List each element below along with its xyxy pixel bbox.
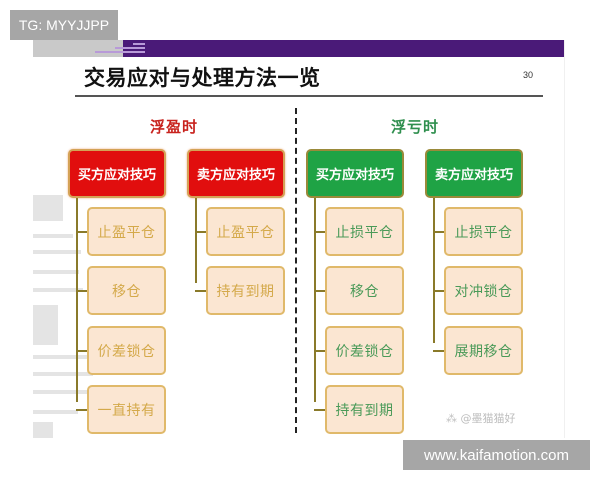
list-item: 止损平仓 — [314, 207, 405, 256]
connector-branch — [314, 409, 326, 411]
connector-trunk — [76, 198, 78, 402]
section-title-profit: 浮盈时 — [150, 118, 199, 136]
technique-box: 展期移仓 — [444, 326, 523, 375]
connector-branch — [195, 290, 207, 292]
slide-title: 交易应对与处理方法一览 — [84, 66, 321, 90]
connector-branch — [76, 290, 88, 292]
connector-branch — [433, 231, 445, 233]
technique-box: 止损平仓 — [444, 207, 523, 256]
group-header: 买方应对技巧 — [306, 149, 404, 198]
technique-box: 止盈平仓 — [87, 207, 166, 256]
technique-box: 止损平仓 — [325, 207, 404, 256]
technique-box: 价差锁仓 — [325, 326, 404, 375]
connector-branch — [195, 231, 207, 233]
source-watermark: ⁂ @墨猫猫好 — [446, 412, 516, 425]
technique-box: 止盈平仓 — [206, 207, 285, 256]
overlay-label-bottom: www.kaifamotion.com — [403, 440, 590, 470]
connector-trunk — [314, 198, 316, 402]
group-header: 买方应对技巧 — [68, 149, 166, 198]
list-item: 止损平仓 — [433, 207, 524, 256]
overlay-label-top: TG: MYYJJPP — [10, 10, 118, 40]
list-item: 对冲锁仓 — [433, 266, 524, 315]
list-item: 移仓 — [76, 266, 167, 315]
list-item: 一直持有 — [76, 385, 167, 434]
technique-box: 移仓 — [87, 266, 166, 315]
connector-branch — [314, 231, 326, 233]
connector-branch — [314, 350, 326, 352]
list-item: 移仓 — [314, 266, 405, 315]
connector-branch — [314, 290, 326, 292]
section-divider — [295, 108, 297, 433]
connector-trunk — [433, 198, 435, 343]
connector-branch — [76, 350, 88, 352]
technique-box: 对冲锁仓 — [444, 266, 523, 315]
header-bar-purple — [123, 40, 564, 57]
background-decoration — [33, 190, 93, 438]
technique-box: 持有到期 — [206, 266, 285, 315]
technique-box: 一直持有 — [87, 385, 166, 434]
technique-box: 持有到期 — [325, 385, 404, 434]
technique-box: 移仓 — [325, 266, 404, 315]
title-underline — [75, 95, 543, 97]
list-item: 价差锁仓 — [314, 326, 405, 375]
list-item: 止盈平仓 — [195, 207, 286, 256]
connector-branch — [433, 290, 445, 292]
slide: 交易应对与处理方法一览 30 浮盈时 浮亏时 买方应对技巧 止盈平仓 移仓 价差… — [33, 40, 565, 438]
header-stripes-decoration — [95, 43, 145, 55]
list-item: 展期移仓 — [433, 326, 524, 375]
list-item: 止盈平仓 — [76, 207, 167, 256]
connector-branch — [433, 350, 445, 352]
list-item: 价差锁仓 — [76, 326, 167, 375]
technique-box: 价差锁仓 — [87, 326, 166, 375]
section-title-loss: 浮亏时 — [391, 118, 440, 136]
group-header: 卖方应对技巧 — [425, 149, 523, 198]
connector-branch — [76, 409, 88, 411]
group-header: 卖方应对技巧 — [187, 149, 285, 198]
connector-branch — [76, 231, 88, 233]
list-item: 持有到期 — [314, 385, 405, 434]
list-item: 持有到期 — [195, 266, 286, 315]
page-number: 30 — [523, 70, 534, 80]
connector-trunk — [195, 198, 197, 283]
